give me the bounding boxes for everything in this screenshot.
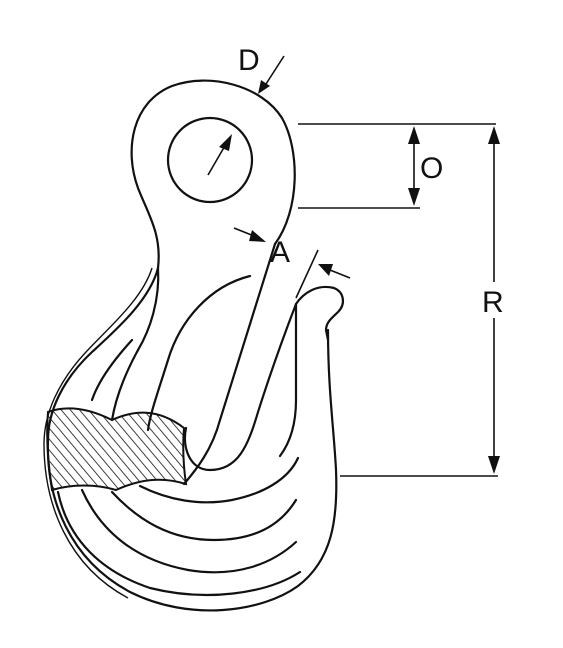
eye-diameter-arrow	[207, 143, 227, 176]
eye-hole	[166, 116, 254, 204]
hook-throat-inner	[183, 302, 298, 472]
dim-r-arrow-bottom	[488, 456, 500, 474]
hook-back-inner	[90, 338, 134, 402]
eye-outline	[130, 79, 296, 270]
eye-diameter-arrowhead	[219, 134, 232, 151]
dim-r-arrow-top	[488, 126, 500, 144]
dim-a-right-arrow-line	[329, 269, 351, 279]
dim-o-arrow-bottom	[408, 188, 420, 206]
dim-a-arrow-right	[318, 264, 333, 276]
hook-inner-band-3	[110, 490, 298, 542]
dim-o-arrow-top	[408, 126, 420, 144]
hook-throat	[146, 274, 252, 432]
label-d: D	[238, 44, 260, 77]
label-o: O	[420, 152, 443, 185]
shank-back	[136, 266, 160, 352]
cross-section-hatch	[46, 407, 188, 492]
hook-back-inner-2	[110, 348, 140, 422]
hook-tip-inner	[278, 302, 298, 458]
dim-d-leader	[265, 55, 285, 85]
hook-tip	[294, 285, 344, 342]
hook-inner-band-1	[56, 490, 302, 597]
dim-a-extension	[295, 249, 319, 299]
hook-outer-contour	[46, 266, 338, 612]
hook-outer-edge	[43, 267, 153, 599]
dim-a-arrow-left	[249, 230, 266, 242]
dim-a-left-arrow-line	[233, 227, 255, 237]
shank-front	[182, 242, 277, 486]
label-r: R	[482, 286, 504, 319]
hook-inner-band-4	[138, 456, 300, 504]
hook-inner-band-2	[80, 488, 298, 574]
label-a: A	[270, 236, 290, 269]
dim-d-arrowhead	[258, 80, 270, 94]
